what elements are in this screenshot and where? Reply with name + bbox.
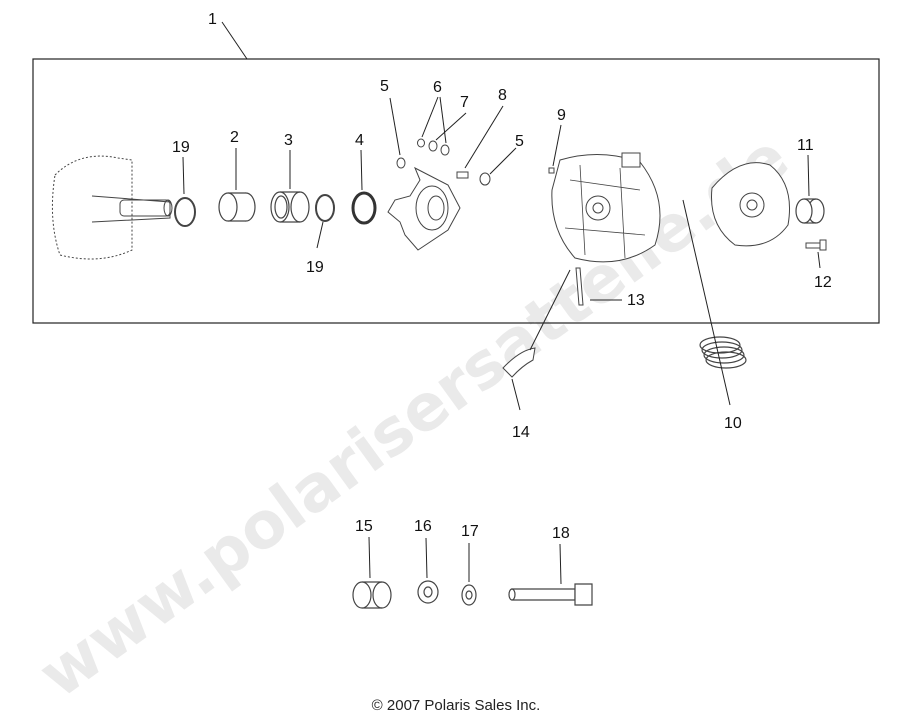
part-spring-10: [699, 336, 747, 369]
callout-5b[interactable]: 5: [515, 133, 524, 150]
part-12: [805, 239, 827, 251]
leader-11: [807, 154, 810, 197]
callout-7[interactable]: 7: [460, 94, 469, 111]
part-ring-19a: [174, 197, 196, 227]
part-14: [502, 347, 536, 378]
callout-15[interactable]: 15: [355, 518, 373, 535]
callout-2[interactable]: 2: [230, 129, 239, 146]
leader-19b: [316, 221, 324, 249]
leader-7: [435, 112, 467, 141]
part-15: [352, 581, 392, 609]
callout-6[interactable]: 6: [433, 79, 442, 96]
callout-19a[interactable]: 19: [172, 139, 190, 156]
part-small-hardware: [396, 138, 491, 186]
callout-10[interactable]: 10: [724, 415, 742, 432]
callout-13[interactable]: 13: [627, 292, 645, 309]
part-moveable-sheave: [51, 155, 173, 260]
assembly-frame: [32, 58, 880, 324]
part-17: [461, 584, 477, 606]
leader-8: [464, 105, 504, 169]
callout-8[interactable]: 8: [498, 87, 507, 104]
callout-4[interactable]: 4: [355, 132, 364, 149]
callout-19b[interactable]: 19: [306, 259, 324, 276]
callout-14[interactable]: 14: [512, 424, 530, 441]
leader-6a: [421, 96, 439, 138]
leader-10: [682, 199, 731, 406]
part-9: [548, 167, 555, 174]
callout-5a[interactable]: 5: [380, 78, 389, 95]
part-11: [795, 198, 825, 224]
callout-12[interactable]: 12: [814, 274, 832, 291]
leader-15: [368, 536, 371, 579]
leader-6b: [439, 96, 447, 144]
leader-18: [559, 543, 562, 585]
leader-line-1: [221, 21, 248, 60]
callout-9[interactable]: 9: [557, 107, 566, 124]
leader-9: [552, 124, 562, 167]
part-seal-4: [351, 191, 377, 225]
part-bushing-3: [270, 191, 310, 223]
leader-19a: [182, 156, 185, 195]
callout-1[interactable]: 1: [208, 11, 217, 28]
part-bushing-2: [218, 192, 256, 222]
leader-4: [360, 149, 363, 191]
copyright-notice: © 2007 Polaris Sales Inc.: [371, 697, 541, 714]
callout-3[interactable]: 3: [284, 132, 293, 149]
leader-16: [425, 537, 428, 579]
leader-14b: [511, 378, 521, 411]
callout-11[interactable]: 11: [797, 137, 814, 154]
leader-5b: [489, 147, 517, 175]
callout-17[interactable]: 17: [461, 523, 479, 540]
part-spider: [387, 166, 461, 251]
leader-14a: [529, 269, 571, 351]
callout-16[interactable]: 16: [414, 518, 432, 535]
part-clutch-housing: [551, 152, 661, 263]
part-ring-19b: [315, 194, 335, 222]
callout-18[interactable]: 18: [552, 525, 570, 542]
part-18: [508, 583, 593, 606]
part-cover: [710, 162, 791, 247]
leader-12: [817, 251, 821, 269]
leader-5a: [389, 97, 401, 156]
part-16: [417, 580, 439, 604]
part-13: [575, 267, 584, 306]
